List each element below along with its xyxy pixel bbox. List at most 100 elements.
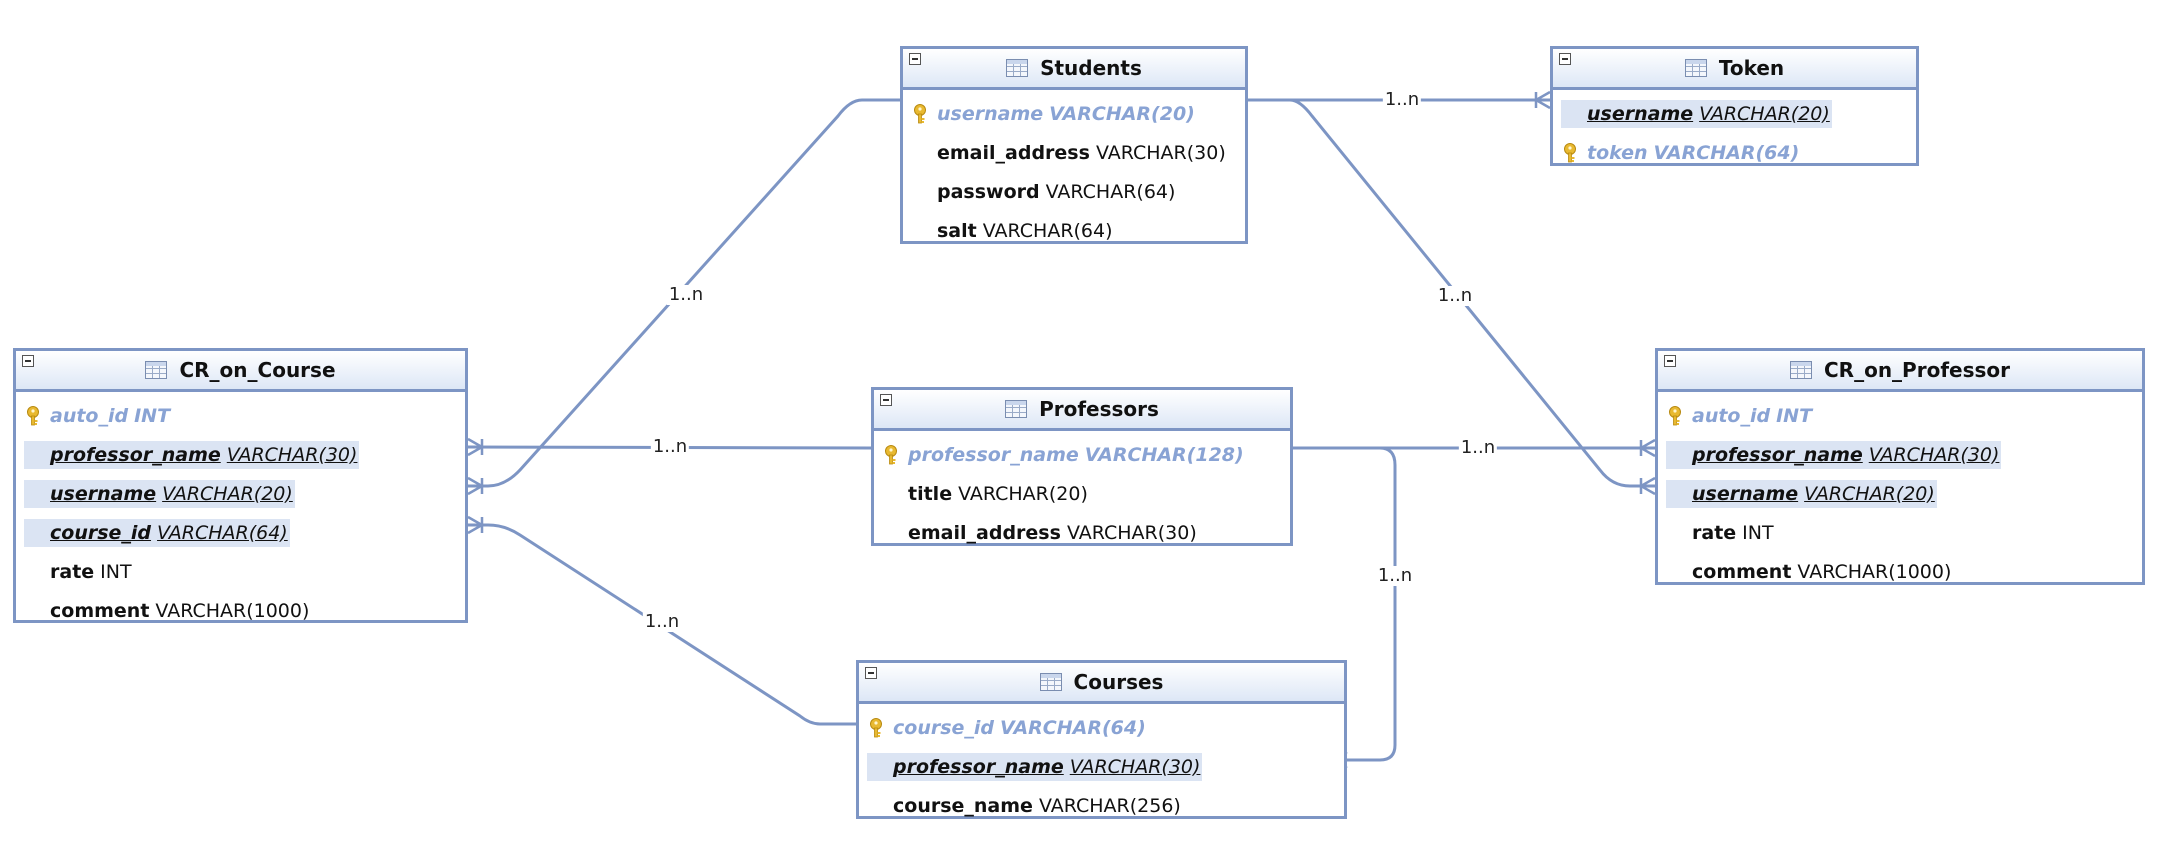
collapse-icon[interactable] [880,394,892,406]
field-type: VARCHAR(20) [958,482,1088,505]
many-crowfoot [467,476,485,496]
field-type: VARCHAR(30) [1868,443,2000,466]
field-name: salt [937,219,977,242]
entity-header[interactable]: Token [1553,49,1916,90]
field-name: comment [50,599,150,622]
field-type: VARCHAR(64) [157,521,288,544]
primary-key-icon [1561,143,1579,163]
collapse-icon[interactable] [22,355,34,367]
field-type: VARCHAR(1000) [1797,560,1952,583]
field-type: VARCHAR(20) [1804,482,1935,505]
entity-header[interactable]: Professors [874,390,1290,431]
field-type: VARCHAR(64) [1000,716,1146,739]
cardinality-label: 1..n [642,611,682,632]
entity-header[interactable]: CR_on_Professor [1658,351,2142,392]
cardinality-label: 1..n [1435,285,1475,306]
relationship-line[interactable] [1293,446,1397,762]
field-type: VARCHAR(20) [1699,102,1830,125]
field-type: VARCHAR(20) [162,482,293,505]
field-type: INT [1742,521,1774,544]
many-crowfoot [467,515,485,535]
field-type: VARCHAR(1000) [155,599,310,622]
entity-title: Courses [1073,670,1164,694]
collapse-icon[interactable] [865,667,877,679]
field-name: professor_name [1692,443,1863,466]
field-name: course_id [50,521,152,544]
field-name: auto_id [50,404,129,427]
cardinality-label: 1..n [666,284,706,305]
field-name: email_address [908,521,1061,544]
field-name: username [50,482,157,505]
field-type: VARCHAR(64) [1653,141,1800,164]
primary-key-icon [867,718,885,738]
collapse-icon[interactable] [909,53,921,65]
entity-title: CR_on_Professor [1824,358,2010,382]
entity-header[interactable]: Students [903,49,1245,90]
table-icon [1005,400,1028,418]
many-crowfoot [1533,90,1551,110]
primary-key-icon [911,104,929,124]
collapse-icon[interactable] [1559,53,1571,65]
entity-header[interactable]: CR_on_Course [16,351,465,392]
field-name: rate [1692,521,1737,544]
field-name: password [937,180,1040,203]
field-name: email_address [937,141,1090,164]
field-type: VARCHAR(30) [1069,755,1201,778]
table-icon [145,361,168,379]
entity-header[interactable]: Courses [859,663,1344,704]
field-type: VARCHAR(30) [1066,521,1197,544]
field-name: username [937,102,1044,125]
field-name: professor_name [50,443,221,466]
field-type: VARCHAR(128) [1084,443,1244,466]
table-icon [1039,673,1062,691]
collapse-icon[interactable] [1664,355,1676,367]
field-name: username [1587,102,1694,125]
field-type: VARCHAR(64) [982,219,1113,242]
field-name: token [1587,141,1648,164]
